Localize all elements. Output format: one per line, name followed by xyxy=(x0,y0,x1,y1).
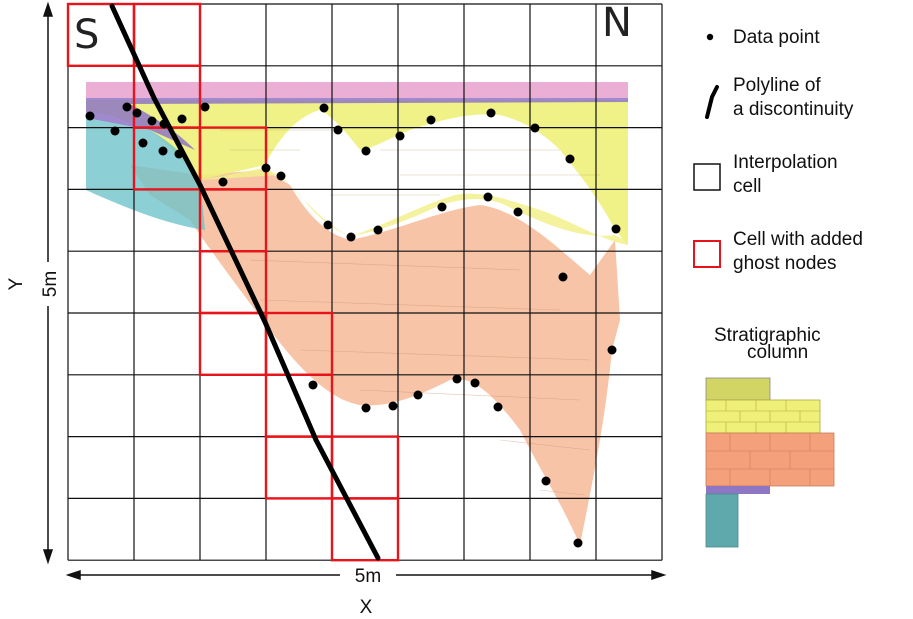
y-axis-length: 5m xyxy=(40,271,61,297)
legend-cell-label-line1: Interpolation xyxy=(733,152,838,173)
data-point xyxy=(319,103,329,113)
data-point xyxy=(452,374,462,384)
legend-polyline-symbol xyxy=(705,85,719,119)
data-point xyxy=(486,108,496,118)
data-point xyxy=(493,402,503,412)
legend-polyline-label-line1: Polyline of xyxy=(733,75,821,96)
data-point xyxy=(174,149,184,159)
compass-north-label: N xyxy=(602,0,632,46)
ghost-cell xyxy=(264,435,334,500)
data-point xyxy=(158,146,168,156)
data-point xyxy=(200,102,210,112)
data-point xyxy=(388,401,398,411)
data-point xyxy=(147,116,157,126)
legend-polyline-label-line2: a discontinuity xyxy=(733,99,854,120)
data-point xyxy=(541,476,551,486)
data-point xyxy=(159,119,169,129)
stratigraphic-column-title-line2: column xyxy=(747,342,809,363)
ghost-cell xyxy=(132,2,202,67)
data-point xyxy=(565,154,575,164)
x-axis-label: X xyxy=(360,597,373,618)
ghost-cell xyxy=(198,311,268,376)
data-point xyxy=(261,163,271,173)
data-points xyxy=(85,102,621,548)
data-point xyxy=(138,138,148,148)
teal-layer xyxy=(86,118,205,230)
data-point xyxy=(513,207,523,217)
legend-ghost-label-line2: ghost nodes xyxy=(733,253,837,274)
data-point xyxy=(361,403,371,413)
data-point xyxy=(530,123,540,133)
stratigraphic-column-title-line1: Stratigraphic xyxy=(714,325,821,346)
data-point xyxy=(85,111,95,121)
stratigraphic-column xyxy=(705,377,835,548)
data-point xyxy=(470,378,480,388)
legend-ghost-cell-symbol xyxy=(693,240,721,268)
legend-data-point-label: Data point xyxy=(733,27,820,48)
compass-south-label: S xyxy=(74,12,99,58)
x-axis-length: 5m xyxy=(355,566,381,587)
legend-ghost-label-line1: Cell with added xyxy=(733,229,863,250)
data-point xyxy=(177,114,187,124)
legend-symbols xyxy=(693,33,721,268)
data-point xyxy=(373,225,383,235)
data-point xyxy=(573,538,583,548)
legend-data-point-symbol xyxy=(706,33,714,41)
data-point xyxy=(395,131,405,141)
data-point xyxy=(483,192,493,202)
yellow-layer xyxy=(86,100,628,245)
data-point xyxy=(611,224,621,234)
data-point xyxy=(122,102,132,112)
data-point xyxy=(426,115,436,125)
legend-interpolation-cell-symbol xyxy=(693,163,721,191)
data-point xyxy=(346,232,356,242)
data-point xyxy=(323,220,333,230)
data-point xyxy=(437,202,447,212)
data-point xyxy=(413,390,423,400)
data-point xyxy=(558,272,568,282)
data-point xyxy=(361,146,371,156)
legend-cell-label-line2: cell xyxy=(733,176,762,197)
data-point xyxy=(110,126,120,136)
data-point xyxy=(276,171,286,181)
data-point xyxy=(607,345,617,355)
discontinuity-polyline xyxy=(109,3,381,561)
purple-layer xyxy=(86,98,628,150)
data-point xyxy=(132,108,142,118)
y-axis-label: Y xyxy=(6,277,27,290)
ghost-cell xyxy=(330,497,400,562)
data-point xyxy=(308,380,318,390)
data-point xyxy=(333,125,343,135)
pink-layer xyxy=(86,82,628,98)
data-point xyxy=(218,177,228,187)
